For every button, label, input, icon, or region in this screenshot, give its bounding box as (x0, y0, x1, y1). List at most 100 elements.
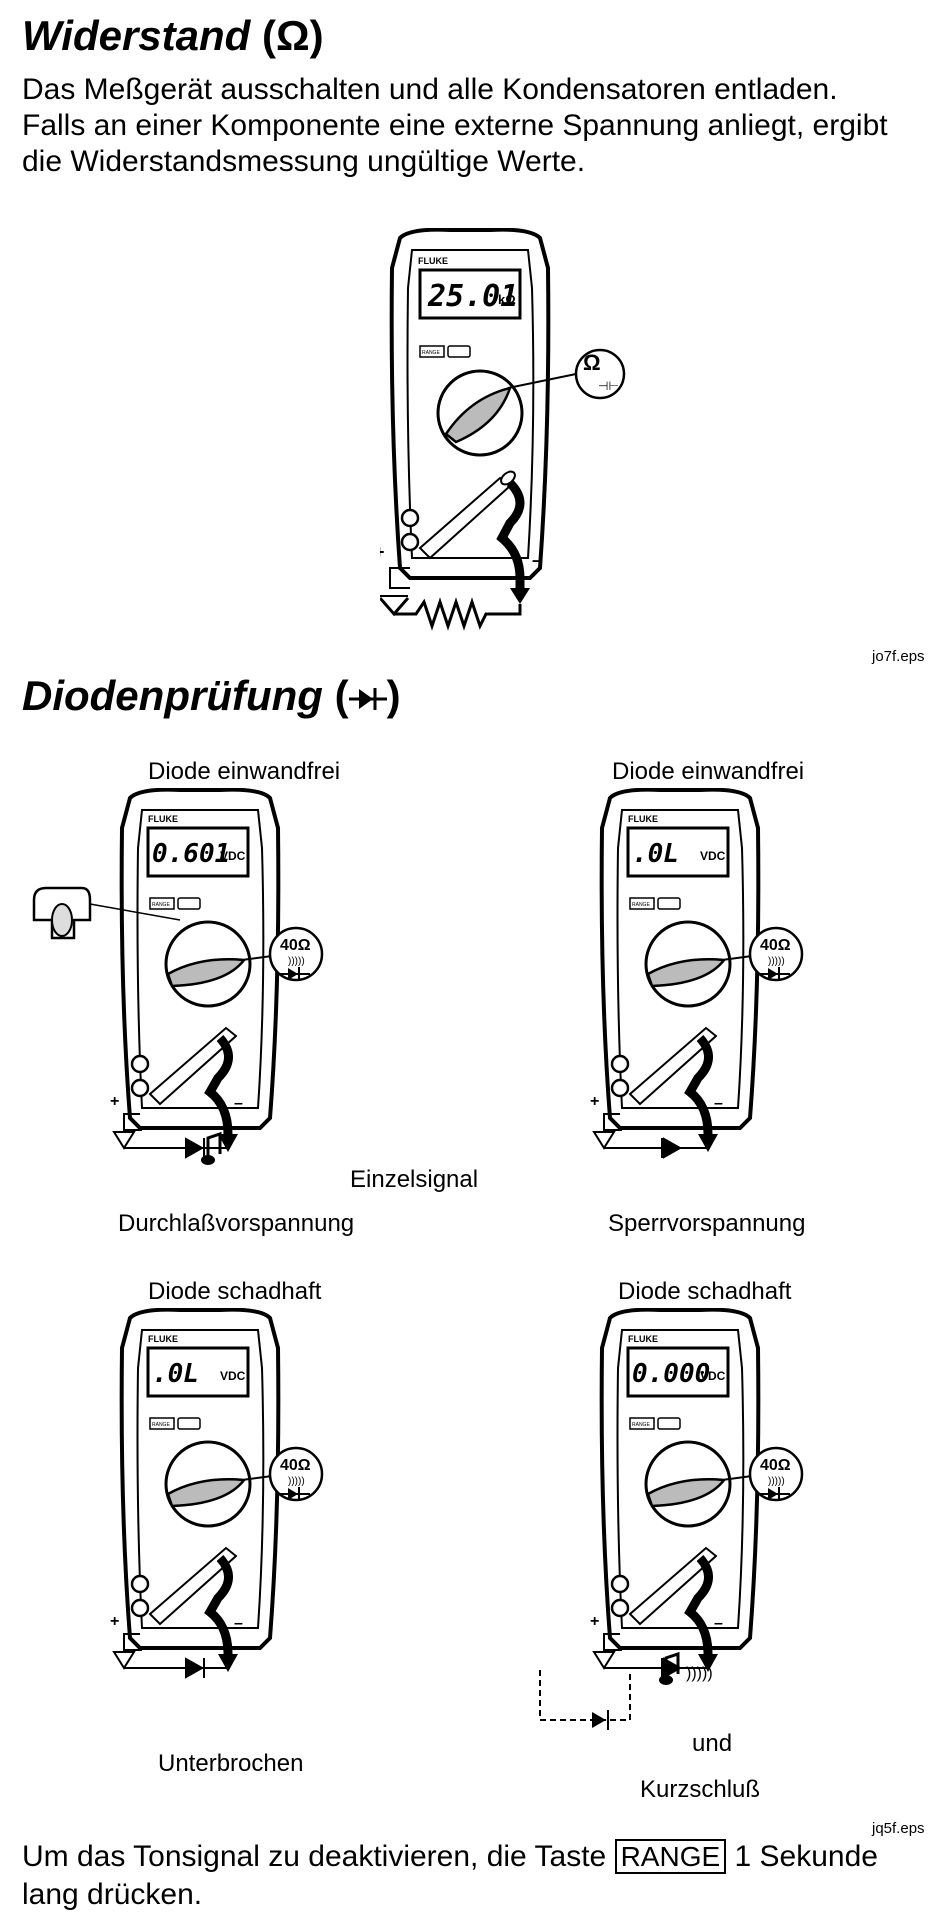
dial-callout (748, 1446, 804, 1502)
hold-button[interactable] (177, 1417, 201, 1430)
meter-display-value: 0.000 (632, 1359, 710, 1389)
range-button[interactable] (629, 897, 655, 910)
range-button-label: RANGE (152, 902, 170, 908)
meter-brand: FLUKE (148, 814, 178, 824)
svg-text:+: + (110, 1093, 119, 1110)
meter-brand: FLUKE (148, 1334, 178, 1344)
resistance-figure-ref: jo7f.eps (872, 648, 925, 665)
black-probe (496, 479, 525, 588)
range-button-label: RANGE (632, 1422, 650, 1428)
diode-title-symbol: () (334, 672, 401, 719)
dial-ohm-symbol: Ω (583, 350, 601, 375)
range-button-label: RANGE (632, 902, 650, 908)
resistance-display-value: 25.01 (427, 279, 518, 314)
meter-display (626, 826, 730, 878)
meter-display (146, 826, 250, 878)
input-jack-v-ohm[interactable] (130, 1598, 150, 1618)
diode-title-text: Diodenprüfung (22, 672, 323, 719)
black-probe (684, 1554, 713, 1655)
diode-figure-ref: jq5f.eps (872, 1820, 925, 1837)
input-jack-v-ohm[interactable] (610, 1598, 630, 1618)
footer-text: Um das Tonsignal zu deaktivieren, die Ta… (22, 1838, 942, 1914)
resistance-minus: – (532, 550, 542, 570)
meter-brand: FLUKE (628, 814, 658, 824)
red-probe (628, 1026, 718, 1106)
beeper-icon: ))))) (686, 1665, 713, 1682)
diode-panel-caption: Durchlaßvorspannung (118, 1210, 355, 1237)
meter-display-value: .0L (152, 1359, 199, 1389)
footer-text-before: Um das Tonsignal zu deaktivieren, die Ta… (22, 1840, 607, 1873)
svg-text:+: + (590, 1613, 599, 1630)
meter-display-unit: VDC (700, 1369, 726, 1383)
meter-display (146, 1346, 250, 1398)
footer-text-after: 1 Sekunde (734, 1840, 878, 1873)
svg-text:–: – (234, 1095, 243, 1112)
meter-display-unit: VDC (700, 849, 726, 863)
meter-display-unit: VDC (220, 1369, 246, 1383)
resistance-title: Widerstand (Ω) (22, 12, 324, 60)
diode-panel-caption: Unterbrochen (158, 1750, 304, 1777)
red-probe (148, 1546, 238, 1626)
dial-capacitor-symbol: ⊣⊢ (598, 379, 619, 393)
meter-display-value: 0.601 (152, 839, 230, 869)
diode-under-test (124, 1137, 228, 1159)
red-probe (628, 1546, 718, 1626)
black-probe (204, 1554, 233, 1655)
music-note-icon (659, 1675, 673, 1685)
beeper-icon: ))))) (288, 1476, 305, 1487)
footer-text-line-2: lang drücken. (22, 1878, 203, 1911)
dial-callout (268, 1446, 324, 1502)
dial-callout (748, 926, 804, 982)
resistance-meter-brand: FLUKE (418, 256, 448, 266)
dial-40-ohm-label: 40Ω (760, 937, 791, 954)
range-key: RANGE (614, 1839, 727, 1874)
diode-panel-heading: Diode einwandfrei (148, 758, 341, 785)
meter-display-value: .0L (632, 839, 679, 869)
svg-text:–: – (234, 1615, 243, 1632)
input-jack-v-ohm[interactable] (610, 1078, 630, 1098)
resistance-text-line-3: die Widerstandsmessung ungültige Werte. (22, 145, 586, 178)
input-jack-v-ohm[interactable] (130, 1078, 150, 1098)
hold-button[interactable] (657, 1417, 681, 1430)
resistance-text-line-2: Falls an einer Komponente eine externe S… (22, 109, 888, 142)
svg-text:–: – (714, 1615, 723, 1632)
hold-button[interactable] (447, 345, 471, 358)
input-jack-common[interactable] (130, 1574, 150, 1594)
input-jack-common[interactable] (610, 1574, 630, 1594)
range-button[interactable] (149, 897, 175, 910)
music-note-icon (201, 1155, 215, 1165)
input-jack-common[interactable] (130, 1054, 150, 1074)
range-button[interactable] (149, 1417, 175, 1430)
black-probe (204, 1034, 233, 1135)
meter-display-unit: VDC (220, 849, 246, 863)
dial-callout (268, 926, 324, 982)
red-probe (148, 1026, 238, 1106)
range-button[interactable] (629, 1417, 655, 1430)
dial-40-ohm-label: 40Ω (280, 1457, 311, 1474)
beeper-icon: ))))) (768, 956, 785, 967)
range-button-label: RANGE (422, 350, 440, 356)
meter-display (626, 1346, 730, 1398)
input-jack-v-ohm[interactable] (400, 532, 420, 552)
diode-under-test (604, 1137, 708, 1159)
diode-under-test (124, 1657, 228, 1679)
resistance-instructions: Das Meßgerät ausschalten und alle Konden… (22, 72, 942, 180)
beeper-icon: ))))) (288, 956, 305, 967)
dial-callout (574, 348, 626, 400)
beeper-icon: ))))) (768, 1476, 785, 1487)
hold-button[interactable] (177, 897, 201, 910)
meter-brand: FLUKE (628, 1334, 658, 1344)
diode-panel-caption: Sperrvorspannung (608, 1210, 806, 1237)
svg-text:+: + (110, 1613, 119, 1630)
svg-text:–: – (714, 1095, 723, 1112)
resistance-meter-illustration: FLUKE 25.01 kΩ RANGE Ω ⊣⊢ + – (380, 228, 626, 631)
input-jack-common[interactable] (610, 1054, 630, 1074)
range-button[interactable] (419, 345, 445, 358)
hold-button[interactable] (657, 897, 681, 910)
input-jack-common[interactable] (400, 508, 420, 528)
dial-40-ohm-label: 40Ω (280, 937, 311, 954)
diode-panel-heading: Diode schadhaft (148, 1278, 322, 1305)
